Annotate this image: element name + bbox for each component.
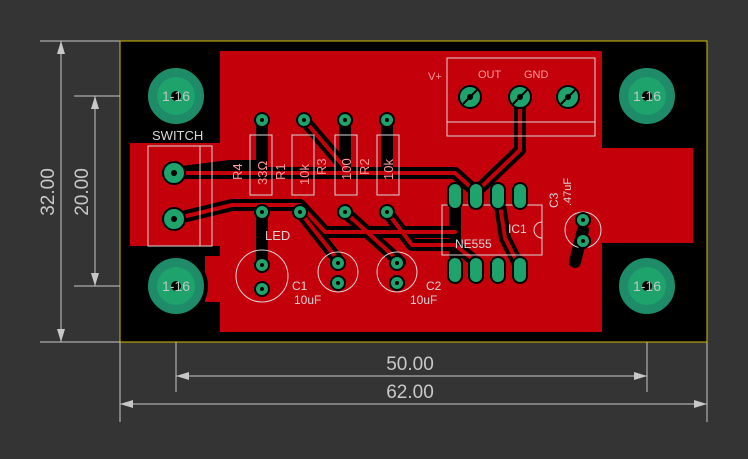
mount-hole-br: 1-16	[615, 254, 679, 318]
pad-drills	[171, 94, 585, 291]
ic-pad-1	[447, 182, 463, 210]
ic-pad-3	[490, 182, 506, 210]
mount-hole-tl: 1-16	[144, 64, 208, 128]
resistor-r2-name: R2	[357, 158, 372, 175]
connector-pin-gnd: GND	[524, 69, 549, 81]
ic-pad-6	[468, 256, 484, 284]
ic-pad-2	[468, 182, 484, 210]
connector-pin-vplus: V+	[428, 71, 442, 83]
resistor-r3-name: R3	[314, 158, 329, 175]
connector-pin-out: OUT	[478, 69, 502, 81]
cap-c2-value: 10uF	[410, 293, 437, 307]
resistor-r4-value: 33Ω	[255, 161, 270, 185]
traces-copper	[172, 95, 522, 270]
switch-label: SWITCH	[152, 128, 203, 143]
dimension-arrows	[57, 41, 707, 408]
cap-c1-name: C1	[292, 279, 308, 293]
mount-hole-tr: 1-16	[615, 64, 679, 128]
ic-pads	[447, 182, 528, 284]
led-label: LED	[265, 228, 290, 243]
cap-c3-value: .47uF	[562, 178, 574, 206]
ic-pad-7	[490, 256, 506, 284]
resistor-r1-name: R1	[273, 163, 288, 180]
hole-label-tr: 1-16	[633, 88, 661, 104]
dimension-height-outer: 32.00	[38, 168, 59, 216]
ic-pad-8	[512, 256, 528, 284]
ic-pad-5	[447, 256, 463, 284]
cap-c1-value: 10uF	[294, 293, 321, 307]
dimension-width-inner: 50.00	[386, 354, 434, 375]
connector-screws	[462, 89, 576, 105]
resistor-r1-value: 10k	[297, 164, 312, 185]
dimension-width-outer: 62.00	[386, 382, 434, 403]
resistor-r4-name: R4	[230, 163, 245, 180]
hole-label-bl: 1-16	[162, 278, 190, 294]
hole-label-tl: 1-16	[162, 88, 190, 104]
cap-c2-name: C2	[426, 279, 442, 293]
ic-name: IC1	[508, 222, 527, 236]
copper-pour	[130, 51, 693, 332]
resistor-r2-value: 10k	[381, 159, 396, 180]
cap-c3-name: C3	[547, 192, 561, 208]
ic-part: NE555	[455, 237, 492, 251]
resistor-r3-value: 100	[339, 158, 354, 180]
hole-label-br: 1-16	[633, 278, 661, 294]
ic-pad-4	[512, 182, 528, 210]
mount-hole-bl: 1-16	[144, 254, 208, 318]
dimension-height-inner: 20.00	[72, 168, 93, 216]
dimension-lines	[40, 40, 708, 422]
